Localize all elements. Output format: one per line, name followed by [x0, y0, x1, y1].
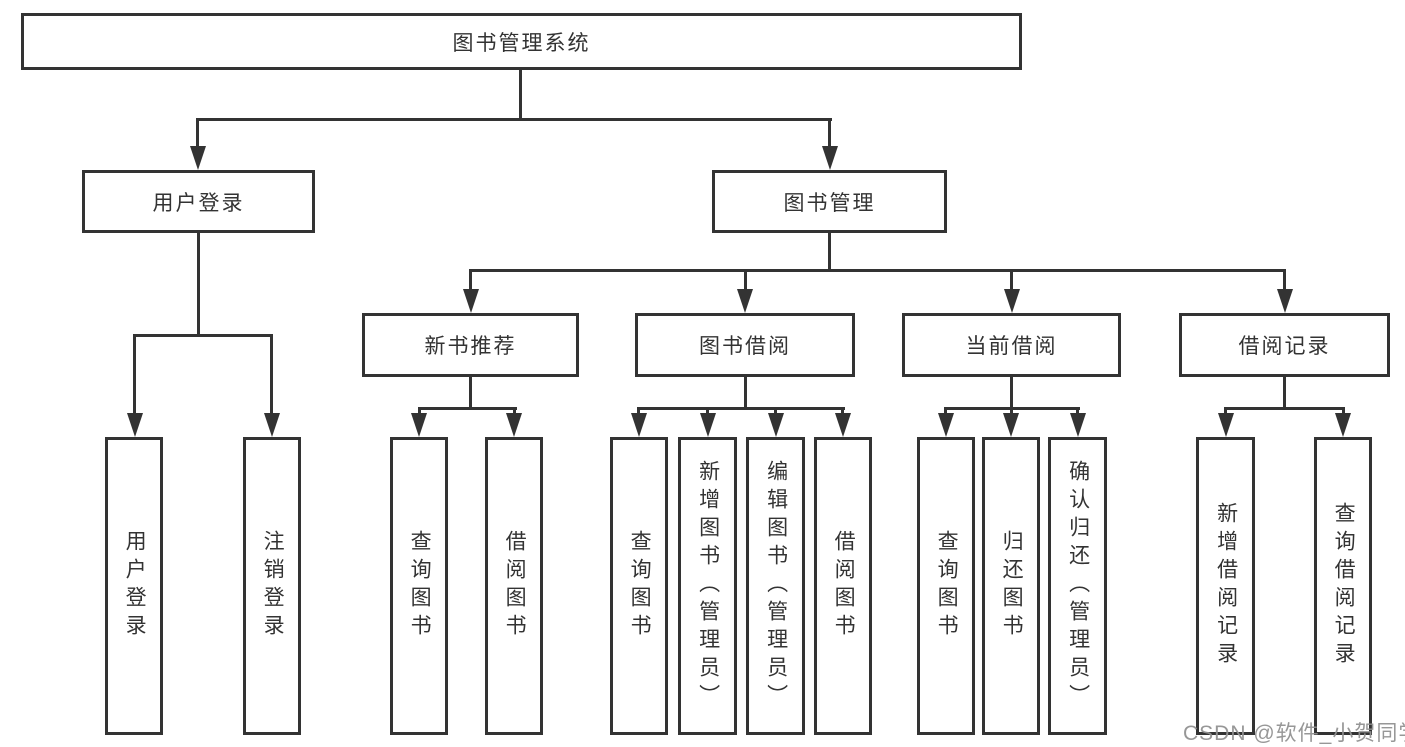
leaf-borrow-books: 借阅图书 [814, 437, 872, 735]
connector-records-r-stem [1342, 407, 1345, 415]
connector-borrow-c2-stem [706, 407, 709, 415]
leaf-add-books-admin: 新增图书（管理员） [678, 437, 737, 735]
arrow-down-icon [411, 413, 427, 437]
node-book-management-label: 图书管理 [783, 191, 876, 215]
leaf-query-books-borrow-label: 查询图书 [628, 530, 652, 642]
arrow-down-icon [127, 413, 143, 437]
csdn-watermark: CSDN @软件_小贺同学 [1183, 722, 1405, 745]
node-user-login: 用户登录 [82, 170, 315, 233]
node-book-borrow-label: 图书借阅 [699, 335, 791, 358]
node-new-book-recommend-label: 新书推荐 [424, 335, 517, 358]
connector-bookmgmt-bar [469, 269, 1286, 272]
arrow-down-icon [264, 413, 280, 437]
leaf-edit-books-admin: 编辑图书（管理员） [746, 437, 805, 735]
arrow-down-icon [835, 413, 851, 437]
arrow-down-icon [506, 413, 522, 437]
node-new-book-recommend: 新书推荐 [362, 313, 579, 377]
connector-current-c1-stem [944, 407, 947, 415]
leaf-user-login-label: 用户登录 [123, 530, 147, 642]
leaf-borrow-books-recommend: 借阅图书 [485, 437, 543, 735]
connector-current-c2-stem [1010, 407, 1013, 415]
node-current-borrow-label: 当前借阅 [965, 335, 1058, 358]
leaf-query-borrow-record-label: 查询借阅记录 [1332, 502, 1356, 670]
leaf-query-books-current-label: 查询图书 [935, 530, 959, 642]
connector-bookmgmt-c3-stem [1010, 269, 1013, 291]
leaf-add-borrow-record: 新增借阅记录 [1196, 437, 1255, 735]
leaf-query-books-recommend-label: 查询图书 [408, 530, 432, 642]
arrow-down-icon [463, 289, 479, 313]
connector-userlogin-stem [197, 233, 200, 337]
arrow-down-icon [631, 413, 647, 437]
node-book-borrow: 图书借阅 [635, 313, 855, 377]
connector-borrow-bar [637, 407, 845, 410]
leaf-borrow-books-recommend-label: 借阅图书 [503, 530, 527, 642]
connector-root-stem [519, 70, 522, 119]
arrow-down-icon [190, 146, 206, 170]
arrow-down-icon [1335, 413, 1351, 437]
arrow-down-icon [1003, 413, 1019, 437]
connector-current-c3-stem [1076, 407, 1079, 415]
arrow-down-icon [1218, 413, 1234, 437]
leaf-query-books-current: 查询图书 [917, 437, 975, 735]
arrow-down-icon [1070, 413, 1086, 437]
node-borrow-records-label: 借阅记录 [1238, 335, 1331, 358]
leaf-return-books-label: 归还图书 [1000, 530, 1024, 642]
connector-userlogin-bar [133, 334, 273, 337]
node-book-management: 图书管理 [712, 170, 947, 233]
arrow-down-icon [700, 413, 716, 437]
connector-newbook-l-stem [418, 407, 421, 415]
arrow-down-icon [938, 413, 954, 437]
leaf-query-borrow-record: 查询借阅记录 [1314, 437, 1372, 735]
connector-borrow-stem [744, 377, 747, 409]
connector-root-right-stem [828, 118, 831, 149]
arrow-down-icon [737, 289, 753, 313]
leaf-logout-label: 注销登录 [261, 530, 285, 642]
connector-bookmgmt-c2-stem [744, 269, 747, 291]
connector-bookmgmt-c4-stem [1283, 269, 1286, 291]
connector-records-bar [1224, 407, 1345, 410]
node-user-login-label: 用户登录 [152, 191, 245, 215]
leaf-borrow-books-label: 借阅图书 [832, 530, 856, 642]
connector-borrow-c3-stem [774, 407, 777, 415]
leaf-confirm-return-admin-label: 确认归还（管理员） [1066, 460, 1090, 712]
leaf-add-books-admin-label: 新增图书（管理员） [696, 460, 720, 712]
connector-root-bar [196, 118, 832, 121]
leaf-confirm-return-admin: 确认归还（管理员） [1048, 437, 1107, 735]
leaf-edit-books-admin-label: 编辑图书（管理员） [764, 460, 788, 712]
connector-newbook-stem [469, 377, 472, 409]
connector-bookmgmt-stem [828, 233, 831, 272]
connector-newbook-r-stem [513, 407, 516, 415]
connector-records-stem [1283, 377, 1286, 409]
connector-userlogin-left-stem [133, 334, 136, 415]
connector-records-l-stem [1224, 407, 1227, 415]
leaf-add-borrow-record-label: 新增借阅记录 [1214, 502, 1238, 670]
connector-newbook-bar [418, 407, 517, 410]
arrow-down-icon [768, 413, 784, 437]
arrow-down-icon [822, 146, 838, 170]
node-borrow-records: 借阅记录 [1179, 313, 1390, 377]
connector-bookmgmt-c1-stem [469, 269, 472, 291]
node-root: 图书管理系统 [21, 13, 1022, 70]
leaf-user-login: 用户登录 [105, 437, 163, 735]
connector-borrow-c1-stem [637, 407, 640, 415]
leaf-return-books: 归还图书 [982, 437, 1040, 735]
arrow-down-icon [1004, 289, 1020, 313]
node-current-borrow: 当前借阅 [902, 313, 1121, 377]
connector-root-left-stem [196, 118, 199, 149]
connector-userlogin-right-stem [270, 334, 273, 415]
leaf-query-books-borrow: 查询图书 [610, 437, 668, 735]
connector-current-stem [1010, 377, 1013, 409]
node-root-label: 图书管理系统 [452, 31, 591, 55]
leaf-query-books-recommend: 查询图书 [390, 437, 448, 735]
arrow-down-icon [1277, 289, 1293, 313]
connector-borrow-c4-stem [841, 407, 844, 415]
leaf-logout: 注销登录 [243, 437, 301, 735]
